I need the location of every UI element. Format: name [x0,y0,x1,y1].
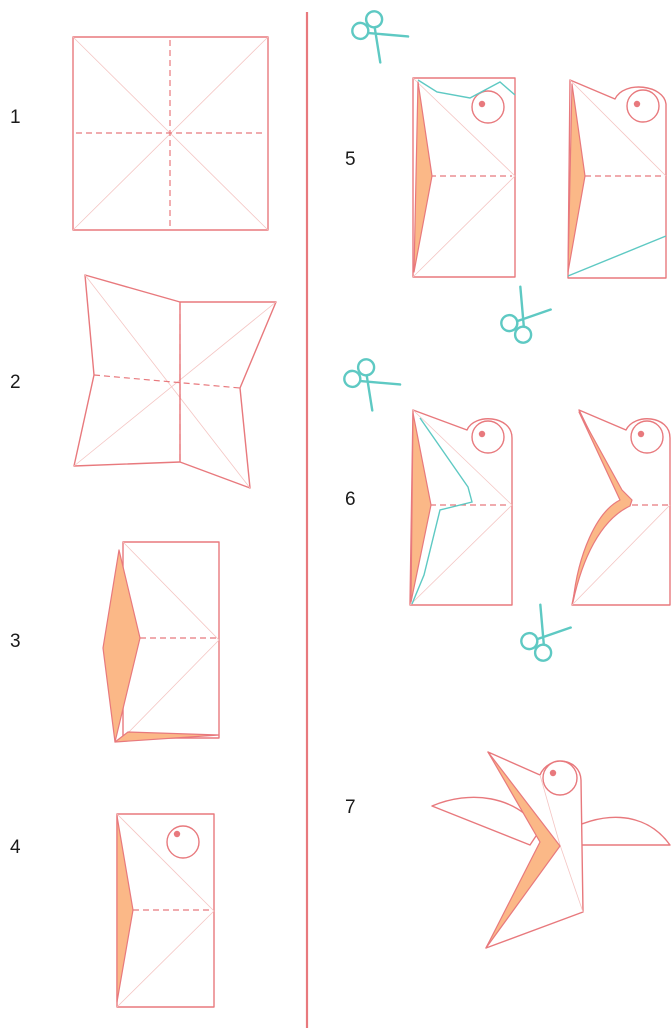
step-5-right-figure [493,80,666,346]
step-2-star-fold [74,275,276,488]
step-5-left-figure [349,4,515,277]
step-3-folded-rectangle [103,542,219,742]
step-6-right-figure [513,410,670,664]
scissors-icon [349,4,409,65]
scissors-icon [341,352,401,413]
step-1-square-paper [73,37,268,230]
scissors-icon [493,285,553,346]
step-7-finished-bird [432,752,670,948]
step-6-left-figure [341,352,512,605]
scissors-icon [513,603,573,664]
step-4-bird-body [117,814,214,1007]
